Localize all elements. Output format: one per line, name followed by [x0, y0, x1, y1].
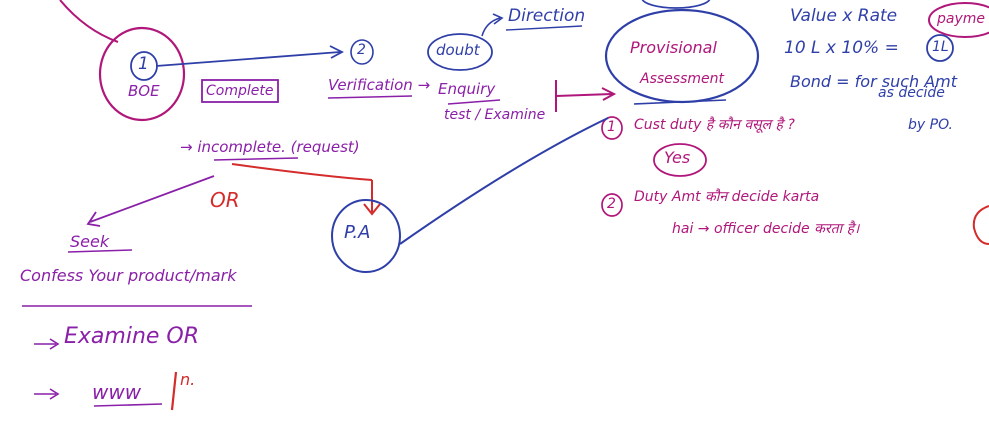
- point2-text: Duty Amt कौन decide karta: [634, 189, 820, 205]
- test-examine-label: test / Examine: [444, 107, 546, 123]
- as-decided-label: as decide: [878, 85, 945, 101]
- examine-or-label: Examine OR: [64, 324, 200, 349]
- enquiry-label: Enquiry: [438, 80, 496, 98]
- node2-number: 2: [357, 42, 366, 58]
- payment-label: payme: [937, 11, 986, 27]
- www-label: www: [92, 380, 142, 404]
- doubt-label: doubt: [436, 41, 480, 59]
- complete-box: [201, 79, 279, 103]
- complete-label: Complete: [206, 83, 274, 99]
- point2-number: 2: [607, 196, 616, 212]
- point2-text-2: hai → officer decide करता है।: [672, 221, 860, 237]
- node1-circle: [98, 26, 186, 122]
- seek-label: Seek: [70, 232, 110, 251]
- bond-label: Bond = for such Amt: [790, 72, 958, 91]
- one-l-label: 1L: [932, 39, 949, 55]
- or-red-label: OR: [210, 188, 240, 212]
- confess-label: Confess Your product/mark: [20, 266, 237, 285]
- incomplete-label: → incomplete. (request): [180, 138, 360, 156]
- assessment-label: Assessment: [640, 71, 724, 87]
- direction-label: Direction: [508, 6, 586, 26]
- boe-label: BOE: [128, 82, 160, 100]
- formula-line: 10 L x 10% =: [784, 38, 899, 58]
- point1-number: 1: [607, 119, 616, 135]
- n-label: n.: [180, 370, 196, 389]
- pa-label: P.A: [344, 222, 371, 243]
- provisional-label: Provisional: [630, 38, 717, 57]
- value-rate-label: Value x Rate: [790, 6, 898, 26]
- yes-label: Yes: [664, 148, 691, 167]
- node1-number: 1: [138, 54, 149, 74]
- by-po-label: by PO.: [908, 117, 953, 133]
- point1-text: Cust duty है कौन वसूल है ?: [634, 117, 795, 133]
- verification-label: Verification →: [328, 76, 431, 94]
